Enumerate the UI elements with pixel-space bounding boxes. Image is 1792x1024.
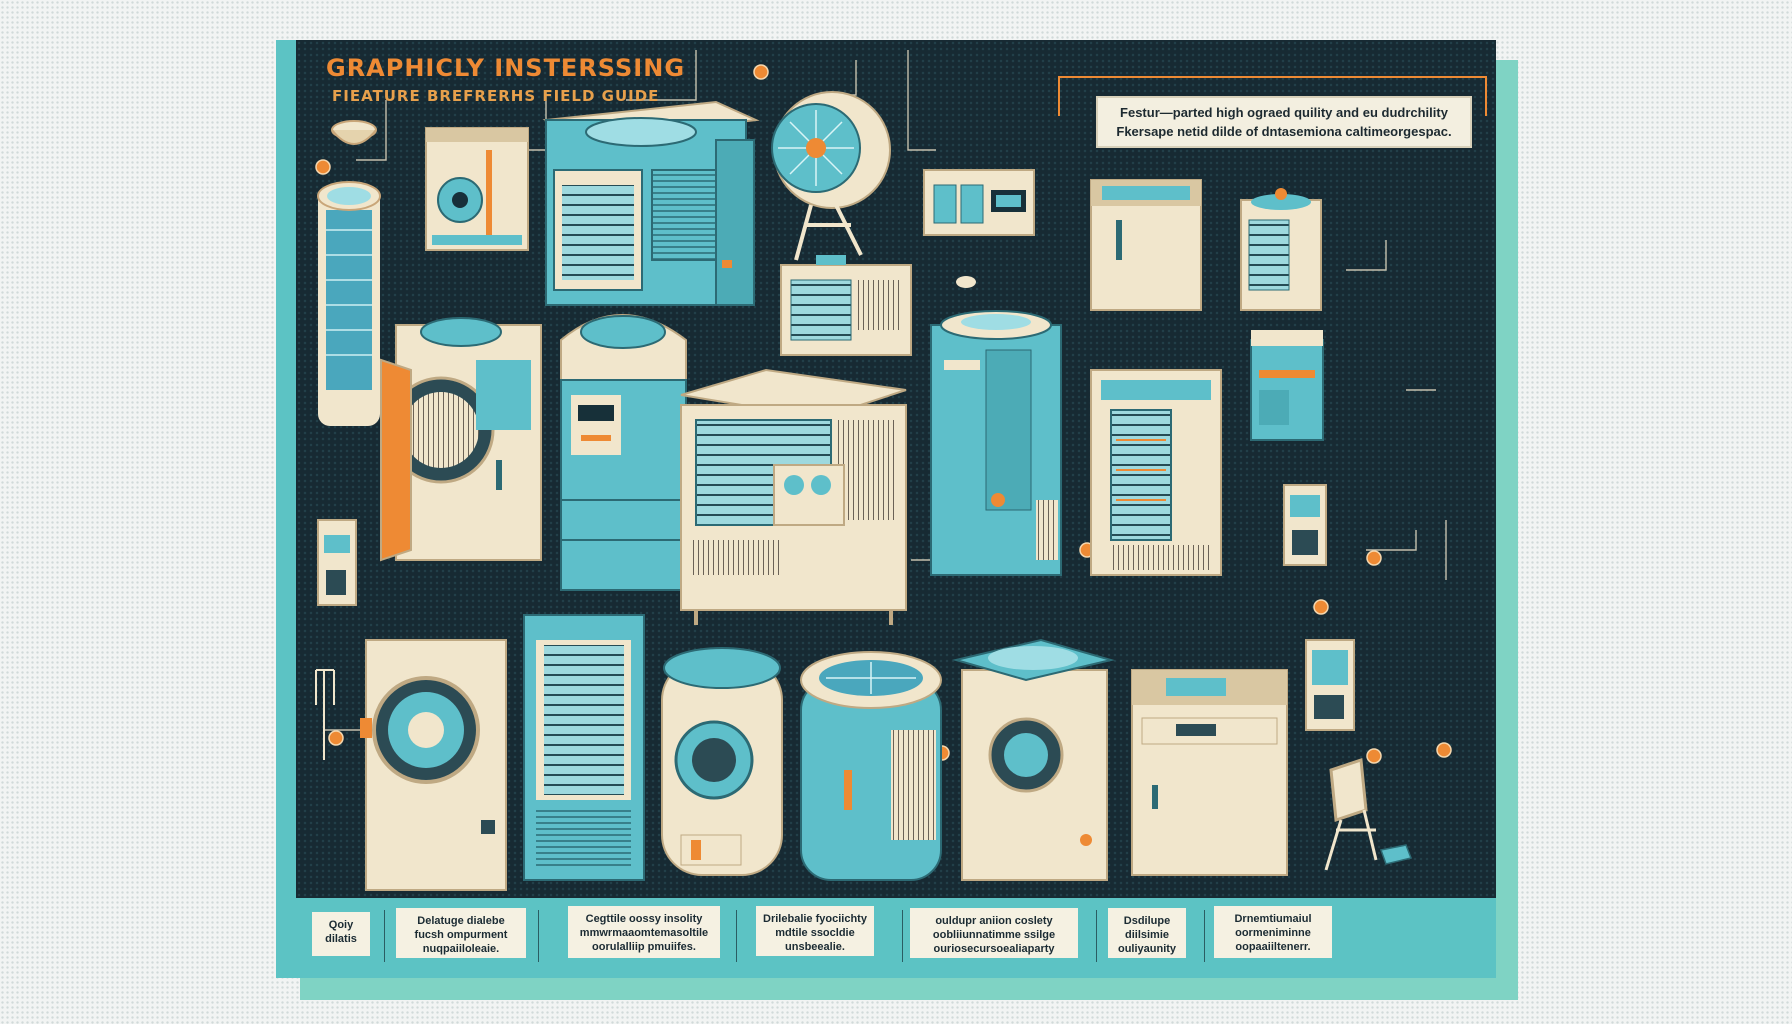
- caption-line: fucsh ompurment: [414, 929, 508, 941]
- caption-box: Drnemtiumaiul oormeniminne oopaaiiltener…: [1214, 906, 1332, 958]
- caption-divider: [736, 910, 737, 962]
- caption-line: Delatuge dialebe: [417, 915, 505, 927]
- caption-line: ouriosecursoealiaparty: [933, 943, 1055, 955]
- caption-box: Cegttile oossy insolity mmwrmaaomtemasol…: [568, 906, 720, 958]
- stand-illustration: [315, 669, 335, 760]
- caption-line: oobliiunnatimme ssilge: [932, 929, 1056, 941]
- caption-line: nuqpaiiloleaie.: [422, 943, 500, 955]
- caption-divider: [1204, 910, 1205, 962]
- callout-bracket: [1058, 76, 1487, 116]
- caption-box: Delatuge dialebe fucsh ompurment nuqpaii…: [396, 908, 526, 958]
- caption-line: oopaaiiltenerr.: [1235, 941, 1311, 953]
- callout-line-2: Fkersape netid dilde of dntasemiona calt…: [1116, 124, 1452, 139]
- caption-line: dilatis: [325, 933, 357, 945]
- caption-box: Qoiy dilatis: [312, 912, 370, 956]
- poster-dark-panel: GRAPHICLY INSTERSSING FIEATURE BREFRERHS…: [296, 40, 1496, 898]
- caption-box: ouldupr aniion coslety oobliiunnatimme s…: [910, 908, 1078, 958]
- caption-line: oorulalliip pmuiifes.: [592, 941, 696, 953]
- poster-title: GRAPHICLY INSTERSSING: [326, 54, 686, 82]
- caption-box: Dsdilupe diilsimie ouliyaunity: [1108, 908, 1186, 958]
- callout-line-1: Festur—parted high ograed quility and eu…: [1120, 105, 1448, 120]
- caption-line: diilsimie: [1124, 929, 1170, 941]
- caption-line: mmwrmaaomtemasoltile: [579, 927, 709, 939]
- caption-line: Qoiy: [328, 919, 354, 931]
- field-guide-poster: GRAPHICLY INSTERSSING FIEATURE BREFRERHS…: [276, 40, 1496, 978]
- caption-line: Drilebalie fyociichty: [763, 913, 867, 925]
- poster-subtitle: FIEATURE BREFRERHS FIELD GUIDE: [332, 87, 660, 105]
- caption-line: Dsdilupe: [1123, 915, 1171, 927]
- caption-divider: [902, 910, 903, 962]
- caption-line: mdtile ssocldie: [775, 927, 855, 939]
- caption-divider: [1096, 910, 1097, 962]
- appliance-illustrations: [315, 50, 1452, 891]
- caption-line: unsbeealie.: [785, 941, 845, 953]
- caption-box: Drilebalie fyociichty mdtile ssocldie un…: [756, 906, 874, 956]
- feature-callout: Festur—parted high ograed quility and eu…: [1096, 96, 1472, 148]
- caption-divider: [384, 910, 385, 962]
- caption-line: ouliyaunity: [1117, 943, 1177, 955]
- caption-line: Cegttile oossy insolity: [585, 913, 703, 925]
- caption-line: ouldupr aniion coslety: [935, 915, 1053, 927]
- caption-line: Drnemtiumaiul: [1234, 913, 1312, 925]
- chair-illustration: [1324, 757, 1413, 871]
- caption-divider: [538, 910, 539, 962]
- caption-line: oormeniminne: [1235, 927, 1311, 939]
